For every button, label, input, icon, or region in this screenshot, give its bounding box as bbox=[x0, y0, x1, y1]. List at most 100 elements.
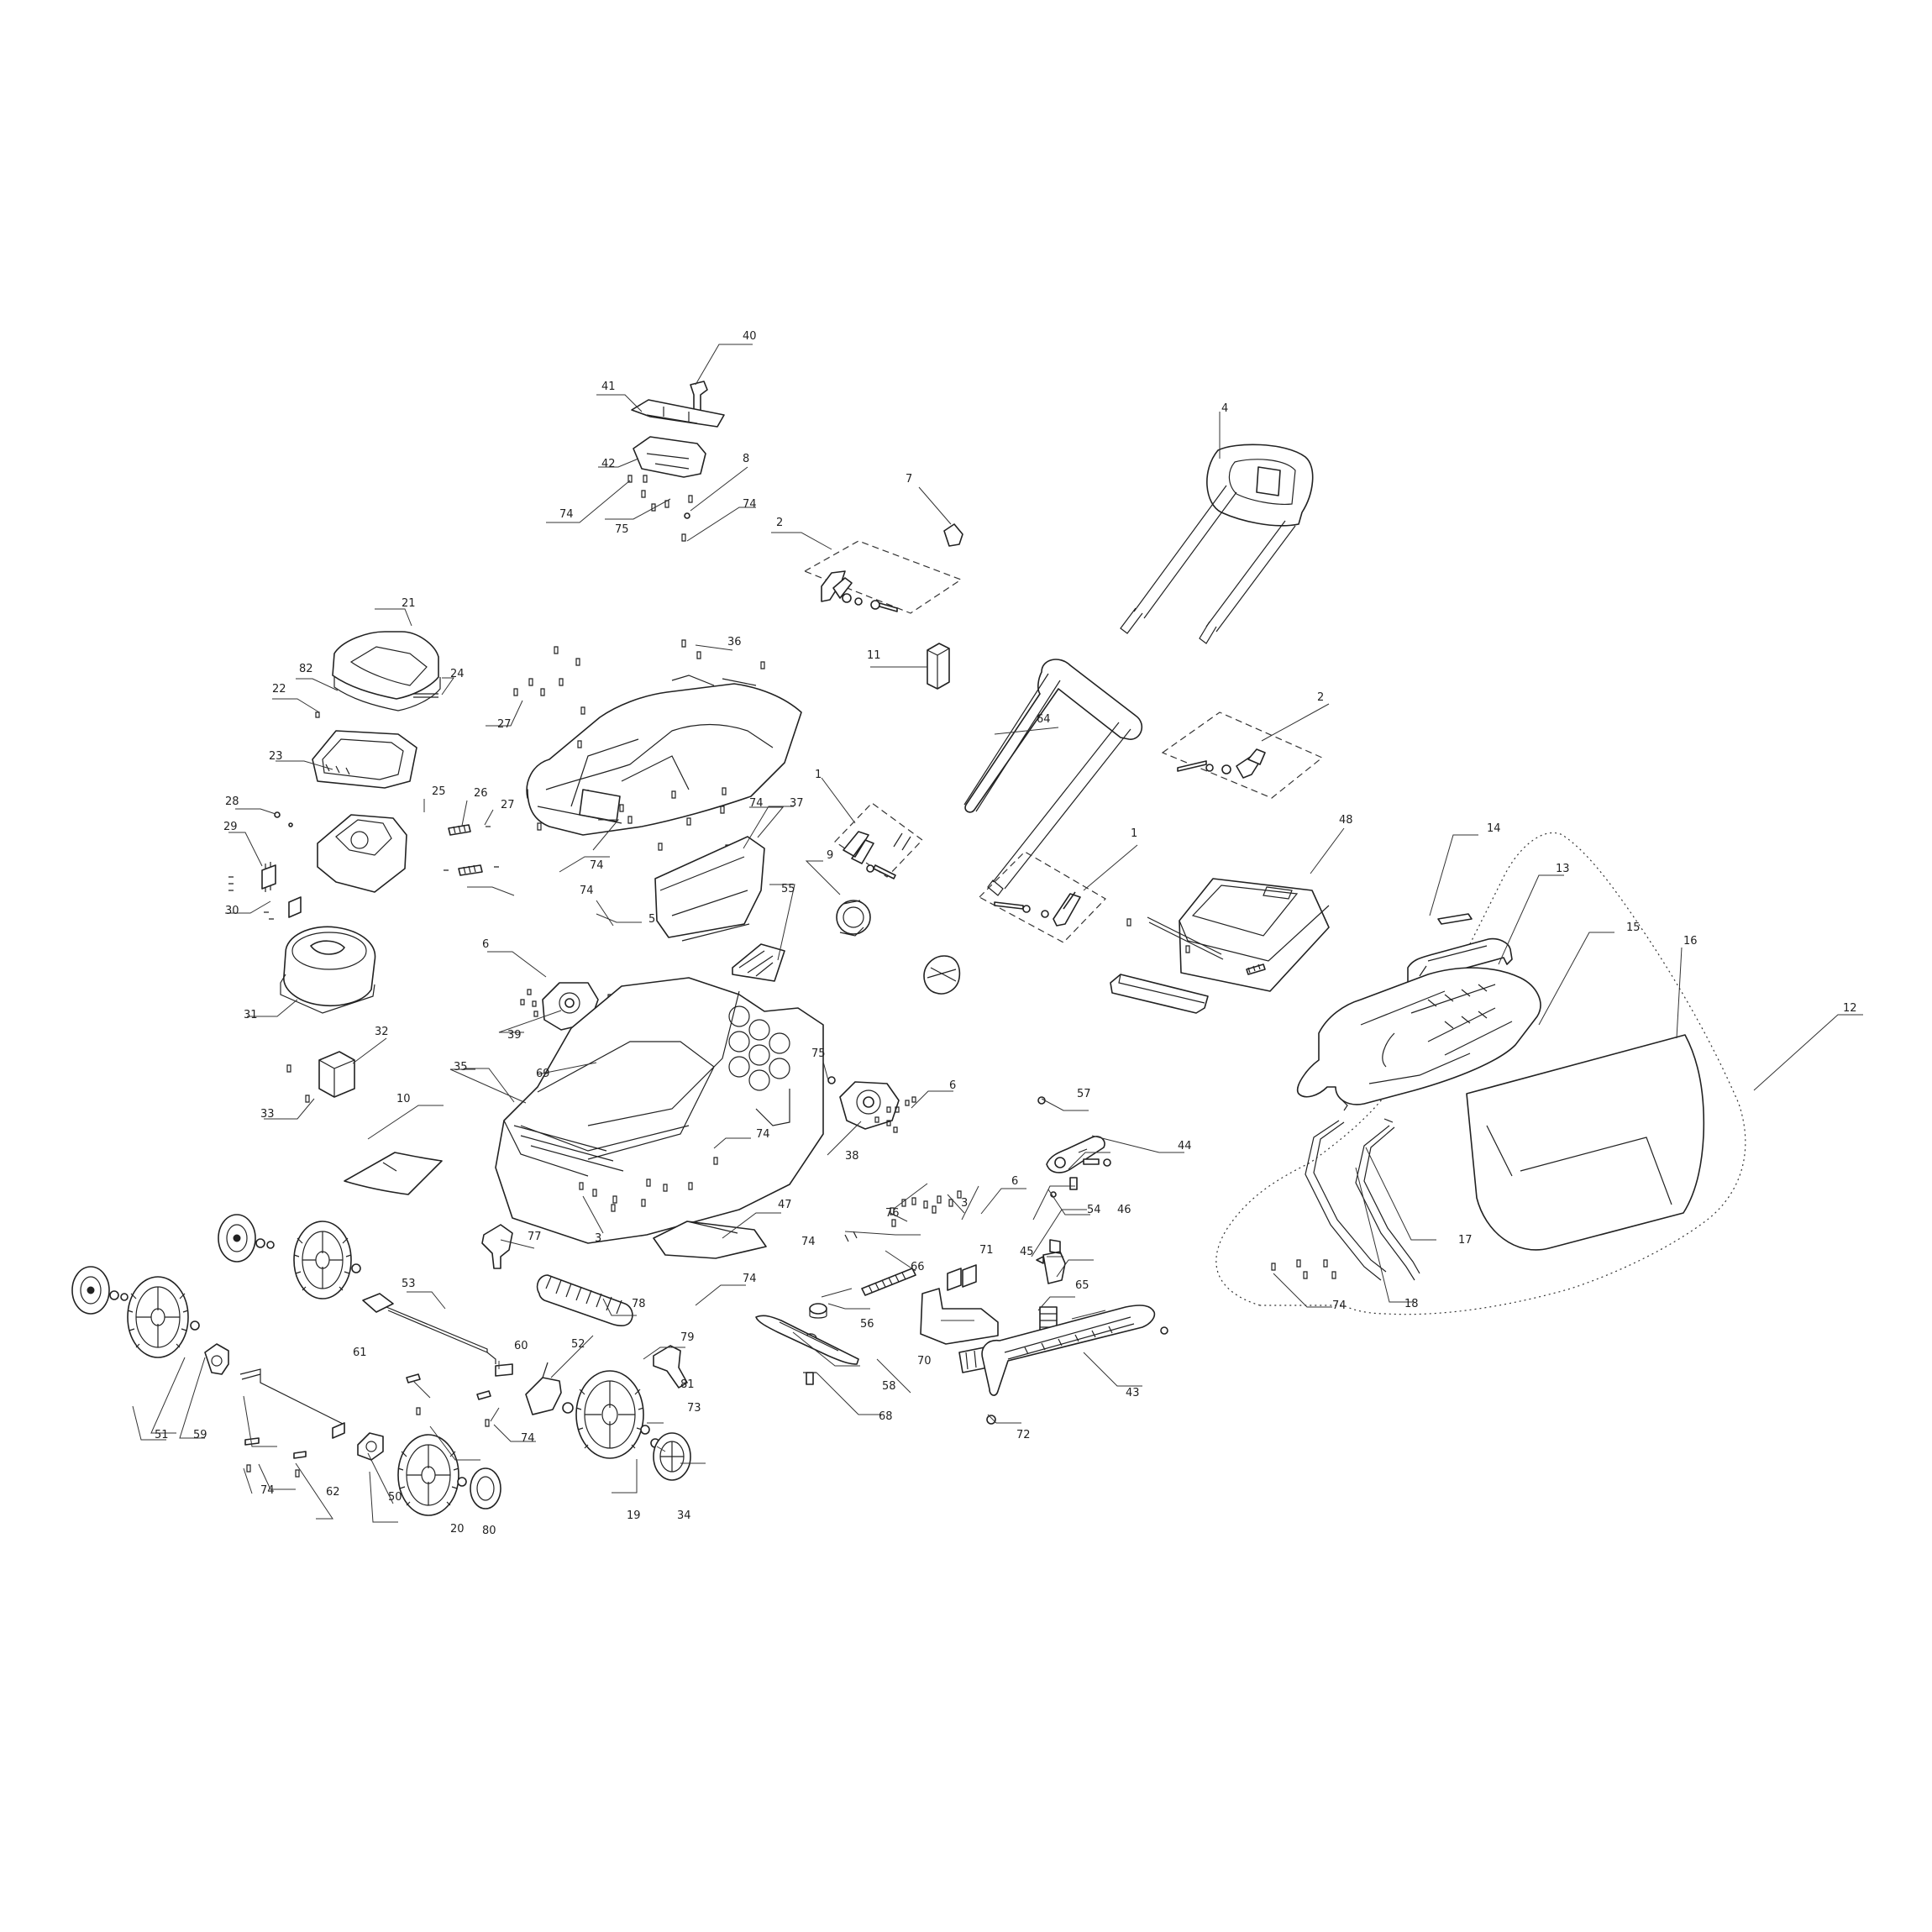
part-upper-handle bbox=[1120, 444, 1314, 644]
callout-24: 24 bbox=[450, 668, 465, 680]
callout-15: 15 bbox=[1626, 921, 1641, 934]
callout-12: 12 bbox=[1843, 1002, 1857, 1015]
part-spring-66 bbox=[844, 1231, 916, 1296]
callout-19: 19 bbox=[627, 1509, 641, 1522]
callout-43: 43 bbox=[1126, 1387, 1140, 1399]
part-wheel-hub-rear-outer bbox=[71, 1266, 129, 1315]
callout-42: 42 bbox=[601, 458, 616, 470]
callout-27-b: 27 bbox=[501, 799, 515, 811]
part-wheel-hub-front-outer bbox=[218, 1214, 275, 1263]
callout-30: 30 bbox=[225, 905, 239, 917]
callout-38: 38 bbox=[845, 1150, 859, 1163]
callout-57: 57 bbox=[1077, 1088, 1091, 1100]
part-filter-pad bbox=[344, 1152, 443, 1195]
callout-52: 52 bbox=[571, 1338, 585, 1351]
callout-1-a: 1 bbox=[815, 769, 822, 781]
callout-28: 28 bbox=[225, 795, 239, 808]
callout-50: 50 bbox=[388, 1491, 402, 1504]
part-safety-key bbox=[690, 381, 708, 416]
callout-66: 66 bbox=[911, 1261, 925, 1273]
part-gear-housing bbox=[827, 1076, 900, 1130]
callout-46: 46 bbox=[1117, 1204, 1131, 1216]
callout-41: 41 bbox=[601, 381, 616, 393]
callout-77: 77 bbox=[528, 1231, 542, 1243]
callout-71: 71 bbox=[979, 1244, 994, 1257]
callout-45: 45 bbox=[1020, 1246, 1034, 1258]
part-blade bbox=[755, 1315, 859, 1365]
part-hubcap-80 bbox=[470, 1467, 501, 1509]
part-cover-plate bbox=[653, 1221, 767, 1259]
part-motor bbox=[280, 926, 376, 1014]
callout-74-g: 74 bbox=[801, 1236, 816, 1248]
callout-53: 53 bbox=[402, 1278, 416, 1290]
callout-70: 70 bbox=[917, 1355, 932, 1368]
part-switch-cover bbox=[631, 399, 725, 428]
part-battery-rod bbox=[1126, 916, 1266, 975]
callout-68: 68 bbox=[879, 1410, 893, 1423]
callout-35: 35 bbox=[454, 1061, 468, 1074]
callout-60: 60 bbox=[514, 1340, 528, 1352]
callout-21: 21 bbox=[402, 597, 416, 610]
callout-6-a: 6 bbox=[482, 938, 489, 951]
callout-75-a: 75 bbox=[615, 523, 629, 536]
callout-16: 16 bbox=[1683, 935, 1698, 948]
part-rear-roller bbox=[536, 1274, 633, 1327]
part-bag-screws bbox=[1271, 1259, 1336, 1279]
part-motor-mount bbox=[317, 814, 407, 893]
callout-55: 55 bbox=[781, 883, 795, 895]
part-wheel-20 bbox=[397, 1434, 467, 1516]
callout-36: 36 bbox=[727, 636, 742, 648]
callout-2-b: 2 bbox=[1317, 691, 1324, 704]
part-wheel-19 bbox=[575, 1370, 644, 1459]
callout-37: 37 bbox=[790, 797, 804, 810]
part-bracket-77 bbox=[481, 1224, 513, 1269]
callout-74-h: 74 bbox=[743, 1273, 757, 1285]
callout-34: 34 bbox=[677, 1509, 691, 1522]
callout-74-k: 74 bbox=[1332, 1299, 1347, 1312]
callout-62: 62 bbox=[326, 1486, 340, 1499]
callout-leader-lines bbox=[132, 344, 1863, 1523]
callout-74-f: 74 bbox=[756, 1128, 770, 1141]
callout-54: 54 bbox=[1087, 1204, 1101, 1216]
callout-74-e: 74 bbox=[580, 885, 594, 897]
part-lever-bracket bbox=[1036, 1239, 1066, 1284]
deck-rear-ridges bbox=[728, 1005, 790, 1091]
part-rear-axle bbox=[239, 1368, 345, 1439]
part-upper-deck bbox=[526, 675, 802, 836]
part-clamp-kit-upper bbox=[803, 540, 963, 614]
part-terminal-block bbox=[228, 862, 302, 920]
callout-51: 51 bbox=[155, 1429, 169, 1441]
part-height-adjuster bbox=[836, 900, 871, 937]
callout-26: 26 bbox=[474, 787, 488, 800]
callout-39: 39 bbox=[507, 1029, 522, 1042]
part-clamp-kit-left-2 bbox=[979, 851, 1106, 943]
part-small-screw-28 bbox=[274, 811, 293, 827]
callout-22: 22 bbox=[272, 683, 286, 696]
part-gear-screws bbox=[874, 1096, 916, 1133]
part-capacitor bbox=[318, 1051, 355, 1098]
callout-82: 82 bbox=[299, 663, 313, 675]
part-battery-pack bbox=[1179, 878, 1330, 992]
part-cable-sleeve bbox=[927, 643, 950, 690]
part-mower-deck bbox=[495, 977, 824, 1244]
part-bag-frame-15 bbox=[1296, 967, 1541, 1105]
callout-74-j: 74 bbox=[260, 1484, 275, 1497]
callout-73: 73 bbox=[687, 1402, 701, 1415]
callout-2-a: 2 bbox=[776, 517, 783, 529]
callout-47: 47 bbox=[778, 1199, 792, 1211]
part-springs bbox=[444, 824, 499, 876]
part-clamp-kit-right bbox=[1161, 711, 1324, 799]
callout-74-a: 74 bbox=[559, 508, 574, 521]
callout-74-d: 74 bbox=[590, 859, 604, 872]
callout-40: 40 bbox=[743, 330, 757, 343]
callout-1-b: 1 bbox=[1131, 827, 1137, 840]
callout-5: 5 bbox=[648, 913, 655, 926]
callout-69: 69 bbox=[536, 1068, 550, 1080]
part-locking-knob bbox=[943, 523, 963, 547]
callout-75-b: 75 bbox=[811, 1047, 826, 1060]
callout-81: 81 bbox=[680, 1378, 695, 1391]
callout-79: 79 bbox=[680, 1331, 695, 1344]
callout-78: 78 bbox=[632, 1298, 646, 1310]
part-motor-housing-top bbox=[312, 730, 417, 789]
